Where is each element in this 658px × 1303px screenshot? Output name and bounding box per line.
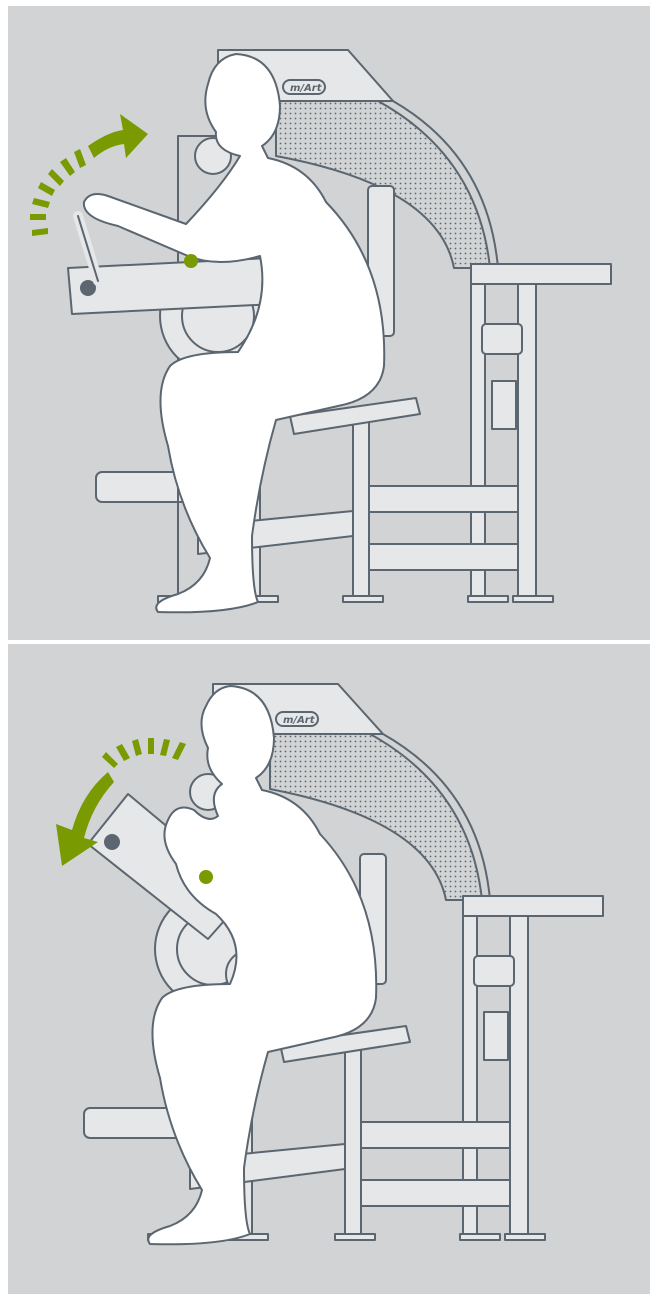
green-elbow-pivot-dot-icon (184, 254, 198, 268)
arm-curl-start-illustration: m/Art (8, 6, 650, 640)
brand-label: m/Art (283, 715, 316, 726)
brand-label: m/Art (290, 83, 323, 94)
exercise-step-start-panel: m/Art (8, 6, 650, 640)
green-elbow-pivot-dot-icon (199, 870, 213, 884)
exercise-step-end-panel: m/Art (8, 644, 650, 1294)
arm-curl-end-illustration: m/Art (8, 644, 650, 1294)
